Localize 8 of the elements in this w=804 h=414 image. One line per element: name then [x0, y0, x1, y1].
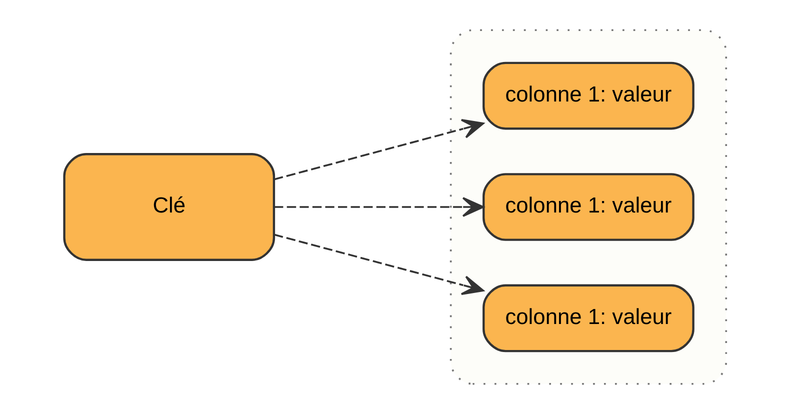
node-box: colonne 1: valeur [482, 173, 694, 241]
arrow [274, 234, 484, 295]
node-box: colonne 1: valeur [482, 284, 694, 352]
node-box: colonne 1: valeur [482, 62, 694, 130]
node-box: Clé [62, 153, 275, 261]
arrow [274, 197, 484, 217]
arrow [274, 119, 484, 180]
cluster [449, 29, 727, 385]
